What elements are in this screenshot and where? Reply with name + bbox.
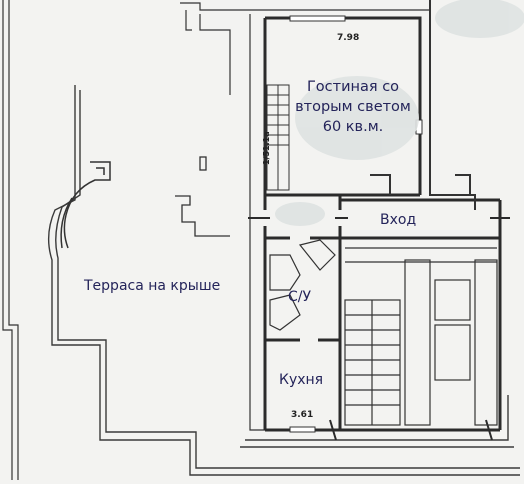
blur-patch-hall [275,202,325,226]
left-boundary-line [2,0,13,480]
bathroom-label: С/У [288,289,312,305]
blur-patch-top-right [435,0,524,38]
window-top [289,15,346,22]
left-boundary-line-inner [8,0,19,480]
terrace-parapet [47,85,520,476]
window-kitchen [289,426,316,433]
kitchen-label: Кухня [279,372,324,388]
bathroom-fixtures [269,239,336,331]
kitchen-dimension-label: 3.61 [291,410,314,420]
living-room-label-line2: вторым светом [295,99,411,115]
terrace-label: Терраса на крыше [84,278,221,294]
shaft-top [370,174,391,195]
living-room-label-line1: Гостиная со [306,79,400,95]
terrace-step-structure [175,195,230,237]
blur-patch-living [295,76,419,160]
living-staircase [266,84,290,191]
stair-mark-label: 1/51.1a [262,131,271,165]
entrance-label: Вход [380,212,417,228]
living-room-label: Гостиная со вторым светом 60 кв.м. [292,77,414,137]
top-boundary-line [180,2,430,11]
stair-core [344,247,498,426]
living-room-label-line3: 60 кв.м. [322,119,384,135]
terrace-curve-structure [60,161,111,249]
top-dimension-label: 7.98 [337,33,360,43]
terrace-vent [199,156,207,171]
